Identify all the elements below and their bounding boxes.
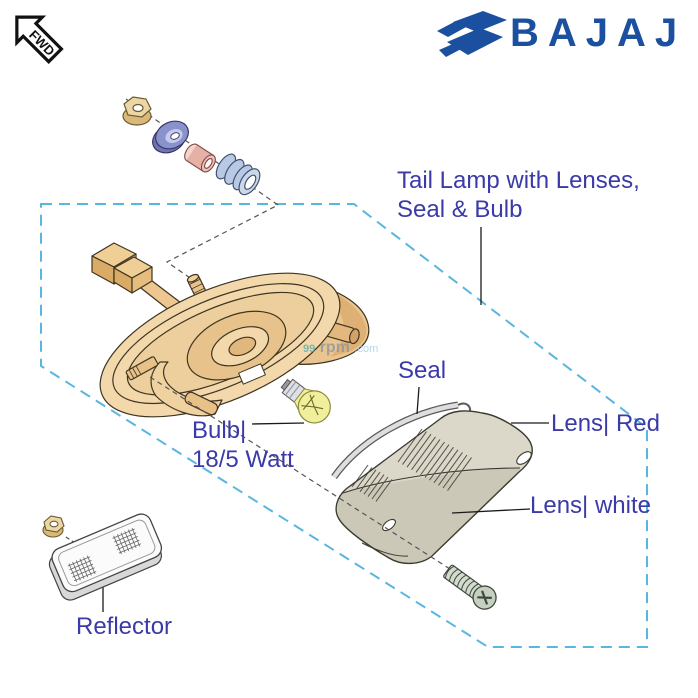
diagram-title-line1: Tail Lamp with Lenses,	[397, 167, 640, 194]
reflector-nut-icon	[42, 515, 65, 538]
lens-rib-lines	[397, 428, 472, 491]
label-seal: Seal	[398, 357, 447, 384]
screw-icon	[443, 564, 497, 610]
reflector-assembly	[42, 513, 163, 601]
brand-name: BAJAJ	[510, 11, 687, 55]
watermark: 99 rpm .com	[303, 339, 378, 356]
label-leader-lines	[102, 227, 549, 612]
grommet-icon	[215, 153, 261, 196]
nut-icon	[122, 96, 152, 126]
bulb-icon	[280, 378, 331, 424]
bajaj-logo-icon	[437, 11, 507, 57]
washer-icon	[152, 120, 189, 154]
label-bulb-line2: 18/5 Watt	[192, 446, 294, 473]
label-reflector: Reflector	[76, 613, 173, 640]
lens-icon	[335, 410, 533, 565]
spacer-icon	[184, 143, 216, 173]
label-lens-red: Lens| Red	[551, 410, 660, 437]
diagram-title: Tail Lamp with Lenses, Seal & Bulb	[397, 166, 640, 224]
label-bulb-line1: Bulb|	[192, 417, 247, 444]
tail-lamp-body-icon	[91, 242, 370, 418]
label-lens-white: Lens| white	[530, 492, 651, 519]
hardware-axis-dashed-line	[125, 98, 280, 283]
mounting-hardware-icons	[122, 96, 261, 196]
fwd-arrow-icon: FWD	[15, 15, 64, 64]
label-bulb: Bulb| 18/5 Watt	[192, 416, 294, 474]
reflector-icon	[48, 513, 163, 601]
diagram-title-line2: Seal & Bulb	[397, 196, 523, 223]
dashed-selection-border	[40, 203, 648, 648]
